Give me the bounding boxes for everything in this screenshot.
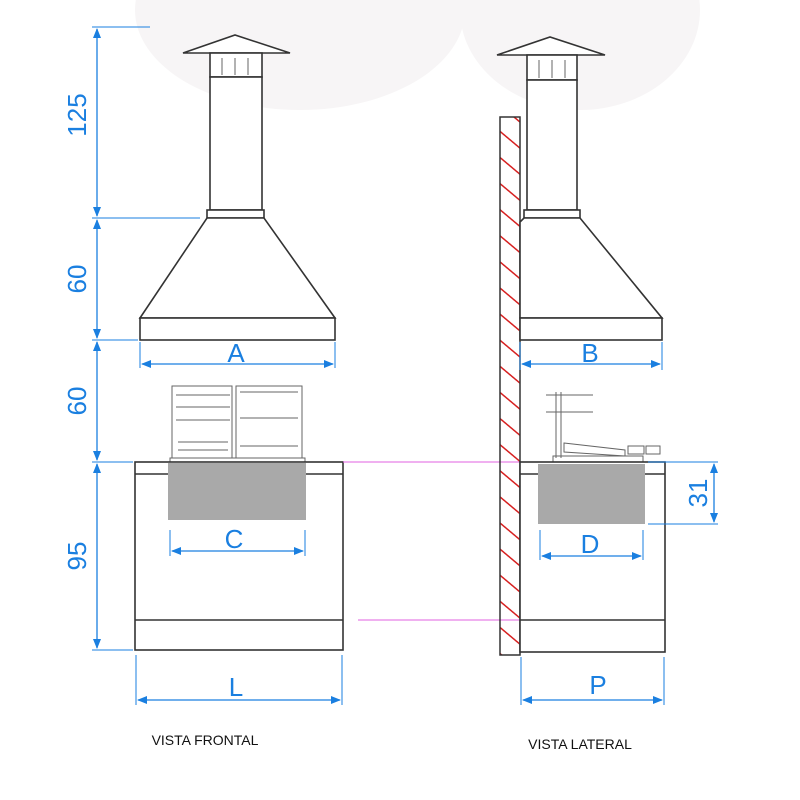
side-dimension-31: 31 xyxy=(648,461,718,525)
height-grill-space: 60 xyxy=(62,387,92,416)
side-dimension-b: B xyxy=(519,338,663,370)
front-hood xyxy=(138,217,337,341)
background-shade xyxy=(135,0,465,110)
caption-side-view: VISTA LATERAL xyxy=(528,736,632,752)
side-grill xyxy=(546,392,661,463)
dim-label-c: C xyxy=(225,524,244,554)
height-hood: 60 xyxy=(62,265,92,294)
front-dimension-c: C xyxy=(169,524,306,556)
front-grill xyxy=(169,385,306,463)
front-dimension-l: L xyxy=(135,655,343,705)
side-dimension-d: D xyxy=(539,529,644,560)
dim-label-31: 31 xyxy=(683,479,713,508)
side-chimney xyxy=(496,36,606,219)
side-hood xyxy=(519,217,664,341)
dim-label-d: D xyxy=(581,529,600,559)
dim-label-b: B xyxy=(581,338,598,368)
dim-label-l: L xyxy=(229,672,243,702)
height-base: 95 xyxy=(62,542,92,571)
front-dimension-a: A xyxy=(139,338,336,368)
front-base xyxy=(134,461,344,651)
side-firebox xyxy=(538,464,645,524)
wall-section xyxy=(499,116,521,656)
front-firebox xyxy=(168,463,306,520)
caption-front-view: VISTA FRONTAL xyxy=(152,732,259,748)
height-chimney: 125 xyxy=(62,93,92,136)
dim-label-a: A xyxy=(227,338,245,368)
height-dimensions: 125 60 60 95 xyxy=(62,26,200,651)
side-dimension-p: P xyxy=(520,657,665,705)
front-chimney xyxy=(182,34,291,219)
dim-label-p: P xyxy=(589,670,606,700)
